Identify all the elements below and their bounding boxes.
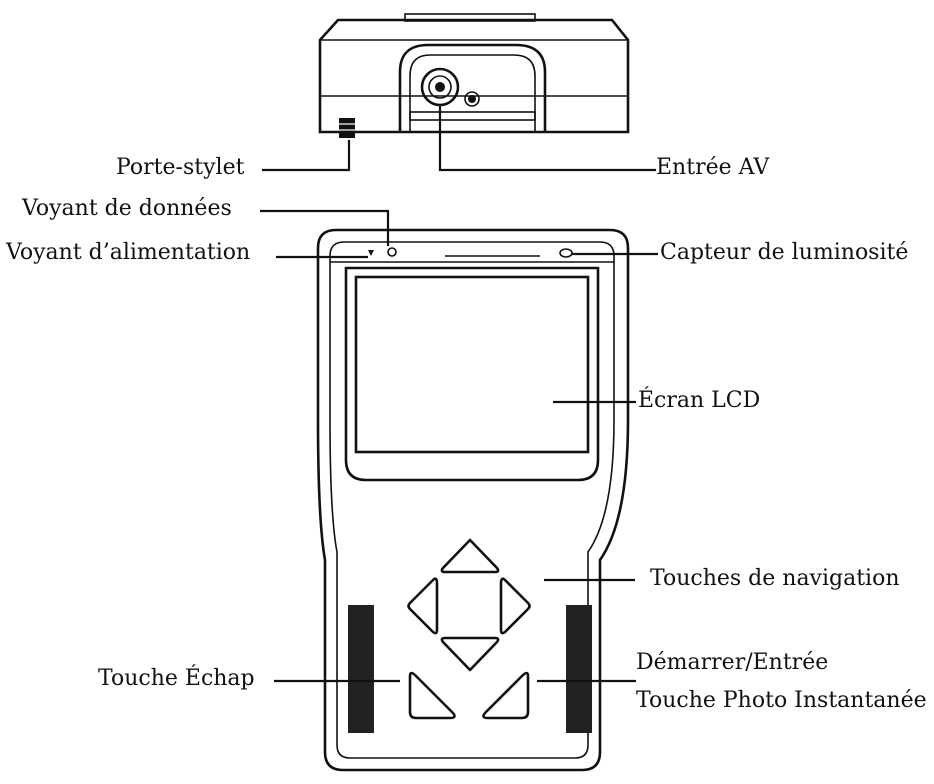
nav-down-key: [440, 636, 500, 672]
label-av-input: Entrée AV: [656, 155, 770, 180]
enter-key-shape: [482, 671, 530, 720]
nav-right-key: [499, 577, 531, 635]
nav-up-key: [440, 538, 500, 574]
label-snapshot-key: Touche Photo Instantanée: [636, 688, 927, 713]
label-brightness-sensor: Capteur de luminosité: [660, 240, 909, 265]
leader-lines: [260, 105, 658, 683]
label-lcd-screen: Écran LCD: [638, 388, 761, 413]
label-stylus-holder: Porte-stylet: [116, 155, 245, 180]
label-navigation-keys: Touches de navigation: [650, 566, 900, 591]
label-power-indicator: Voyant d’alimentation: [6, 240, 251, 265]
top-view: [318, 13, 630, 138]
nav-left-key: [407, 577, 439, 635]
label-escape-key: Touche Échap: [98, 666, 255, 691]
front-view: [316, 228, 630, 772]
label-start-enter: Démarrer/Entrée: [636, 650, 829, 675]
label-data-indicator: Voyant de données: [22, 196, 232, 221]
escape-key-shape: [408, 671, 456, 720]
